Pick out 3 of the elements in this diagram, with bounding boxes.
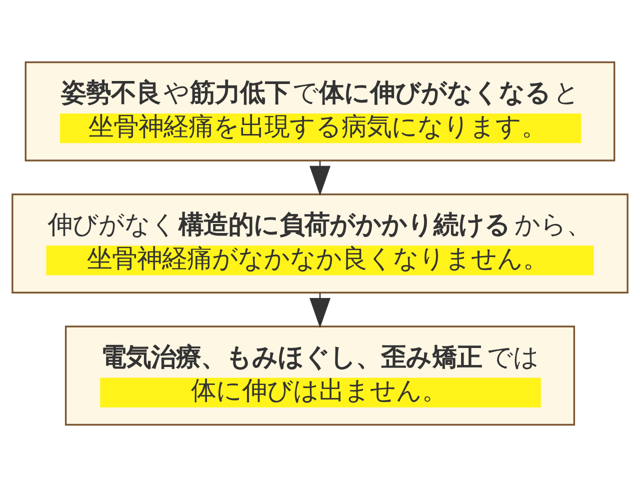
node-box: 姿勢不良や筋力低下で体に伸びがなくなると坐骨神経痛を出現する病気になります。 [24,61,616,162]
node-box: 伸びがなく構造的に負荷がかかり続けるから、坐骨神経痛がなかなか良くなりません。 [12,194,628,294]
node-box: 電気治療、もみほぐし、歪み矯正では体に伸びは出ません。 [64,326,576,426]
